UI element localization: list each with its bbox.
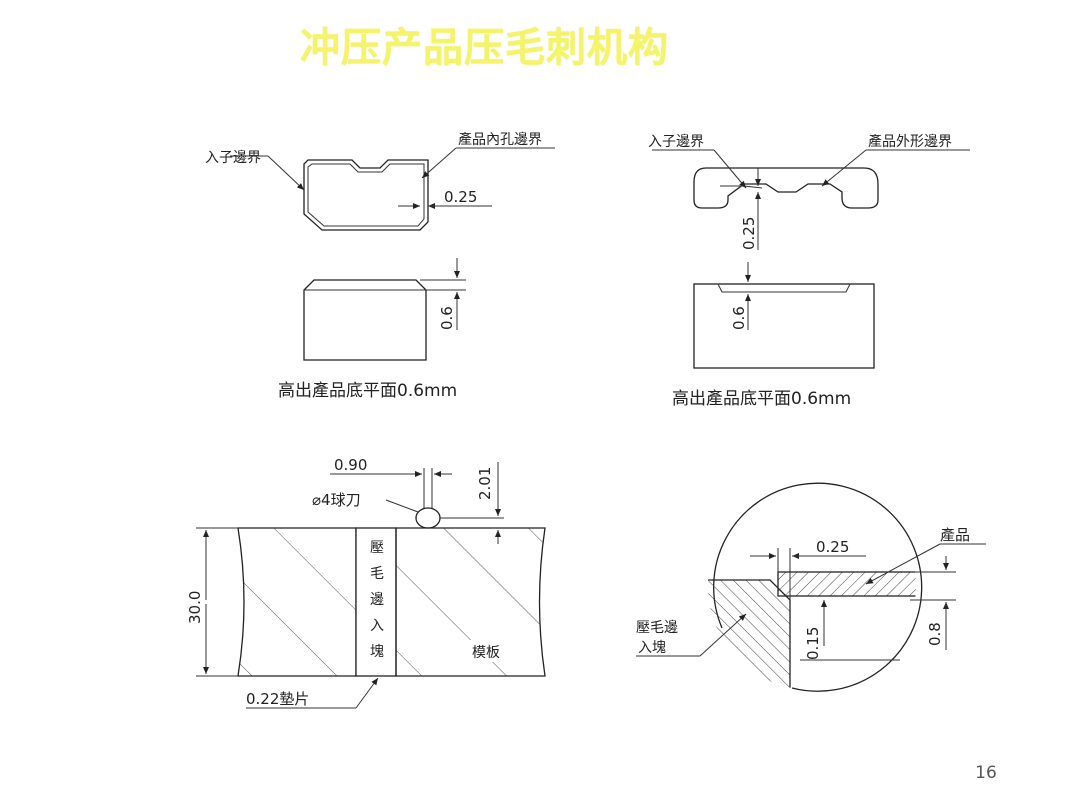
label-inner-hole-boundary: 產品內孔邊界 bbox=[458, 131, 542, 148]
figure-detail-circle: 0.25 產品 壓毛邊 入塊 0.15 0.8 bbox=[636, 482, 986, 692]
caption-fig2: 高出產品底平面0.6mm bbox=[672, 389, 851, 409]
label-template: 模板 bbox=[472, 645, 500, 661]
insert-char-4: 入 bbox=[370, 618, 384, 634]
figure-template-section: 模板 壓 毛 邊 入 塊 ⌀4球刀 0.90 2.01 30.0 0.22墊片 bbox=[186, 456, 546, 709]
dim-total-height: 30.0 bbox=[186, 591, 204, 624]
label-outer-shape-boundary: 產品外形邊界 bbox=[868, 133, 952, 150]
dim-height: 0.6 bbox=[438, 306, 456, 330]
dim-offset: 0.25 bbox=[444, 188, 477, 206]
dim-width: 0.90 bbox=[334, 456, 367, 474]
dim-015: 0.15 bbox=[804, 627, 822, 660]
dim-offset-2: 0.25 bbox=[740, 217, 758, 250]
insert-char-2: 毛 bbox=[370, 566, 384, 582]
page-number: 16 bbox=[975, 763, 997, 783]
label-insert-2: 入塊 bbox=[638, 640, 666, 656]
dim-08: 0.8 bbox=[926, 622, 944, 646]
label-insert-boundary-2: 入子邊界 bbox=[648, 134, 704, 150]
figure-inner-hole-insert: 入子邊界 產品內孔邊界 0.25 0.6 高出產品底平面0.6mm bbox=[205, 131, 555, 401]
label-insert-boundary: 入子邊界 bbox=[205, 150, 261, 166]
label-product: 產品 bbox=[940, 526, 970, 544]
insert-char-5: 塊 bbox=[370, 644, 384, 660]
label-insert-1: 壓毛邊 bbox=[636, 620, 678, 636]
insert-char-1: 壓 bbox=[370, 540, 384, 556]
label-shim: 0.22墊片 bbox=[246, 690, 309, 708]
dim-offset-4: 0.25 bbox=[816, 538, 849, 556]
figure-outer-shape-insert: 入子邊界 產品外形邊界 0.25 0.6 高出產品底平面0.6mm bbox=[648, 133, 970, 409]
insert-char-3: 邊 bbox=[370, 592, 384, 608]
dim-height-2: 0.6 bbox=[730, 306, 748, 330]
slide-title: 冲压产品压毛刺机构 bbox=[300, 25, 669, 71]
dim-depth: 2.01 bbox=[476, 467, 494, 500]
caption-fig1: 高出產品底平面0.6mm bbox=[278, 381, 457, 401]
label-ball-cutter: ⌀4球刀 bbox=[312, 491, 361, 509]
